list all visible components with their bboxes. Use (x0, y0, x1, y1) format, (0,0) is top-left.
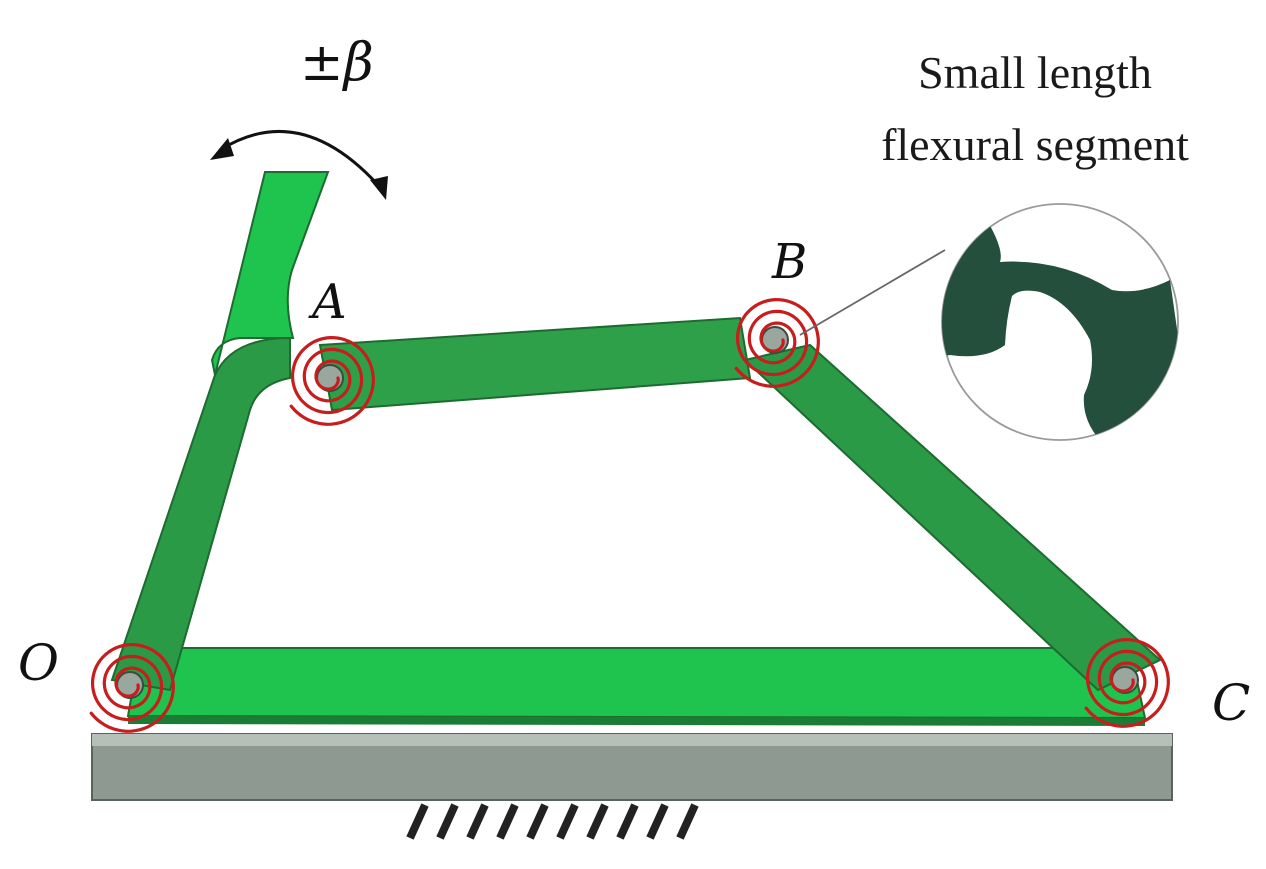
rotation-label: ±β (300, 33, 374, 93)
link-oc (126, 647, 1147, 726)
spring-o-icon (89, 643, 175, 733)
callout-leader-line (799, 249, 946, 336)
spring-c-icon (1084, 638, 1170, 728)
link-bc (742, 343, 1162, 692)
callout-title-line2: flexural segment (881, 119, 1189, 170)
joint-b-label: B (771, 234, 807, 290)
ground-hatch-icon (406, 803, 699, 840)
flexural-segment-shape (942, 208, 1178, 440)
curved-double-arrow-icon (210, 130, 388, 200)
spring-a-icon (289, 336, 375, 426)
spring-b-icon (734, 298, 820, 388)
link-ab (318, 316, 752, 412)
link-oa-lever (110, 171, 330, 692)
flexure-detail-callout (941, 203, 1179, 441)
joint-o-label: O (18, 634, 59, 692)
ground-base (91, 733, 1173, 801)
joint-c-label: C (1212, 674, 1250, 732)
joint-a-label: A (308, 274, 347, 330)
callout-title-line1: Small length (918, 47, 1152, 98)
